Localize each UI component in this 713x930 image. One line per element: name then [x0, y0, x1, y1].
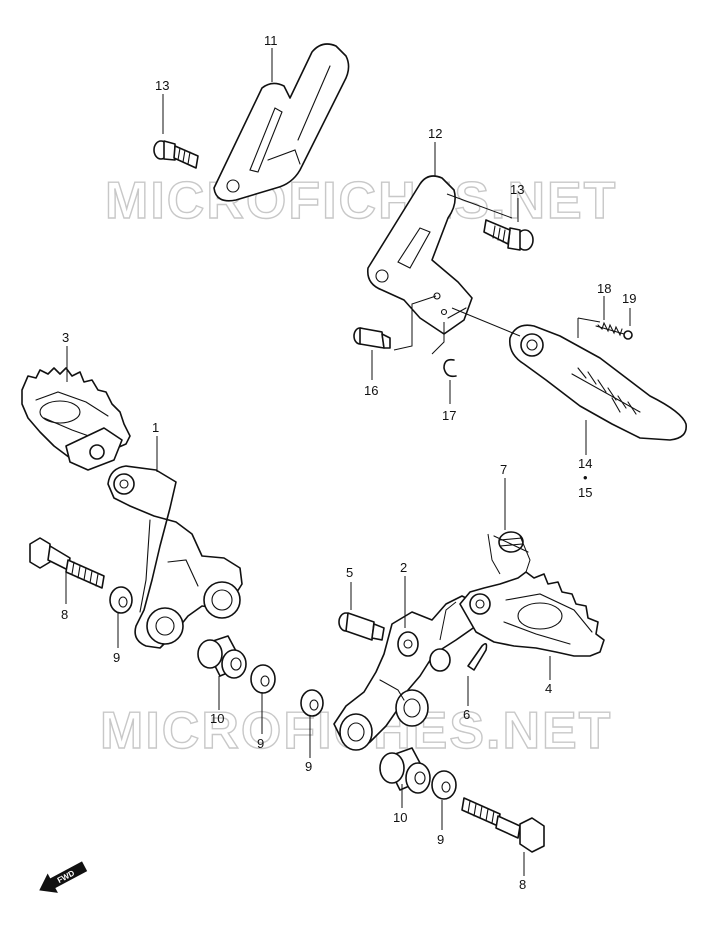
- bushing-10-left: [197, 635, 247, 679]
- callout-3: 3: [62, 330, 69, 345]
- callout-numbers: 11 13 12 13 18 19 16 17 14 • 15 3 1 8 9 …: [61, 33, 636, 892]
- callout-4: 4: [545, 681, 552, 696]
- callout-17: 17: [442, 408, 456, 423]
- washer-9-left-a: [109, 586, 133, 614]
- front-footpeg-4: [459, 571, 605, 657]
- callout-11: 11: [264, 33, 278, 48]
- callout-8-left: 8: [61, 607, 68, 622]
- bolt-13-right: [483, 219, 534, 251]
- callout-8-right: 8: [519, 877, 526, 892]
- callout-10-left: 10: [210, 711, 224, 726]
- callout-9-left-a: 9: [113, 650, 120, 665]
- pin-16: [353, 327, 391, 349]
- bushing-10-right: [379, 747, 431, 794]
- callout-14: 14: [578, 456, 592, 471]
- clip-17: [443, 358, 457, 378]
- bolt-8-left: [29, 537, 105, 589]
- callout-14-dot: •: [583, 470, 588, 485]
- callout-13-top: 13: [155, 78, 169, 93]
- callout-16: 16: [364, 383, 378, 398]
- rear-footpeg-14: [508, 324, 687, 441]
- front-footpeg-3: [21, 367, 131, 471]
- callout-9-right-a: 9: [305, 759, 312, 774]
- callout-5: 5: [346, 565, 353, 580]
- callout-2: 2: [400, 560, 407, 575]
- cotter-pin-6: [467, 642, 488, 671]
- bolt-13-top: [153, 140, 199, 169]
- washer-9-right-a: [300, 689, 324, 717]
- pin-5: [338, 612, 385, 641]
- callout-18: 18: [597, 281, 611, 296]
- footrest-bracket-12: [366, 175, 473, 335]
- callout-15: 15: [578, 485, 592, 500]
- bolt-8-right: [461, 797, 545, 853]
- callout-9-left-b: 9: [257, 736, 264, 751]
- washer-9-left-b: [250, 664, 276, 694]
- leader-lines: [65, 48, 631, 876]
- watermark-top: MICROFICHES.NET: [105, 172, 617, 230]
- callout-9-right-b: 9: [437, 832, 444, 847]
- callout-7: 7: [500, 462, 507, 477]
- callout-13-right: 13: [510, 182, 524, 197]
- heel-guard-plate-11: [213, 43, 350, 202]
- callout-12: 12: [428, 126, 442, 141]
- spring-18: [595, 321, 625, 337]
- washer-9-right-b: [431, 770, 457, 800]
- callout-10-right: 10: [393, 810, 407, 825]
- forward-arrow-icon: FWD: [39, 861, 88, 893]
- footrest-bracket-2: [333, 595, 479, 751]
- ball-19: [623, 330, 633, 340]
- footrest-bracket-1: [107, 465, 243, 649]
- callout-6: 6: [463, 707, 470, 722]
- callout-1: 1: [152, 420, 159, 435]
- callout-19: 19: [622, 291, 636, 306]
